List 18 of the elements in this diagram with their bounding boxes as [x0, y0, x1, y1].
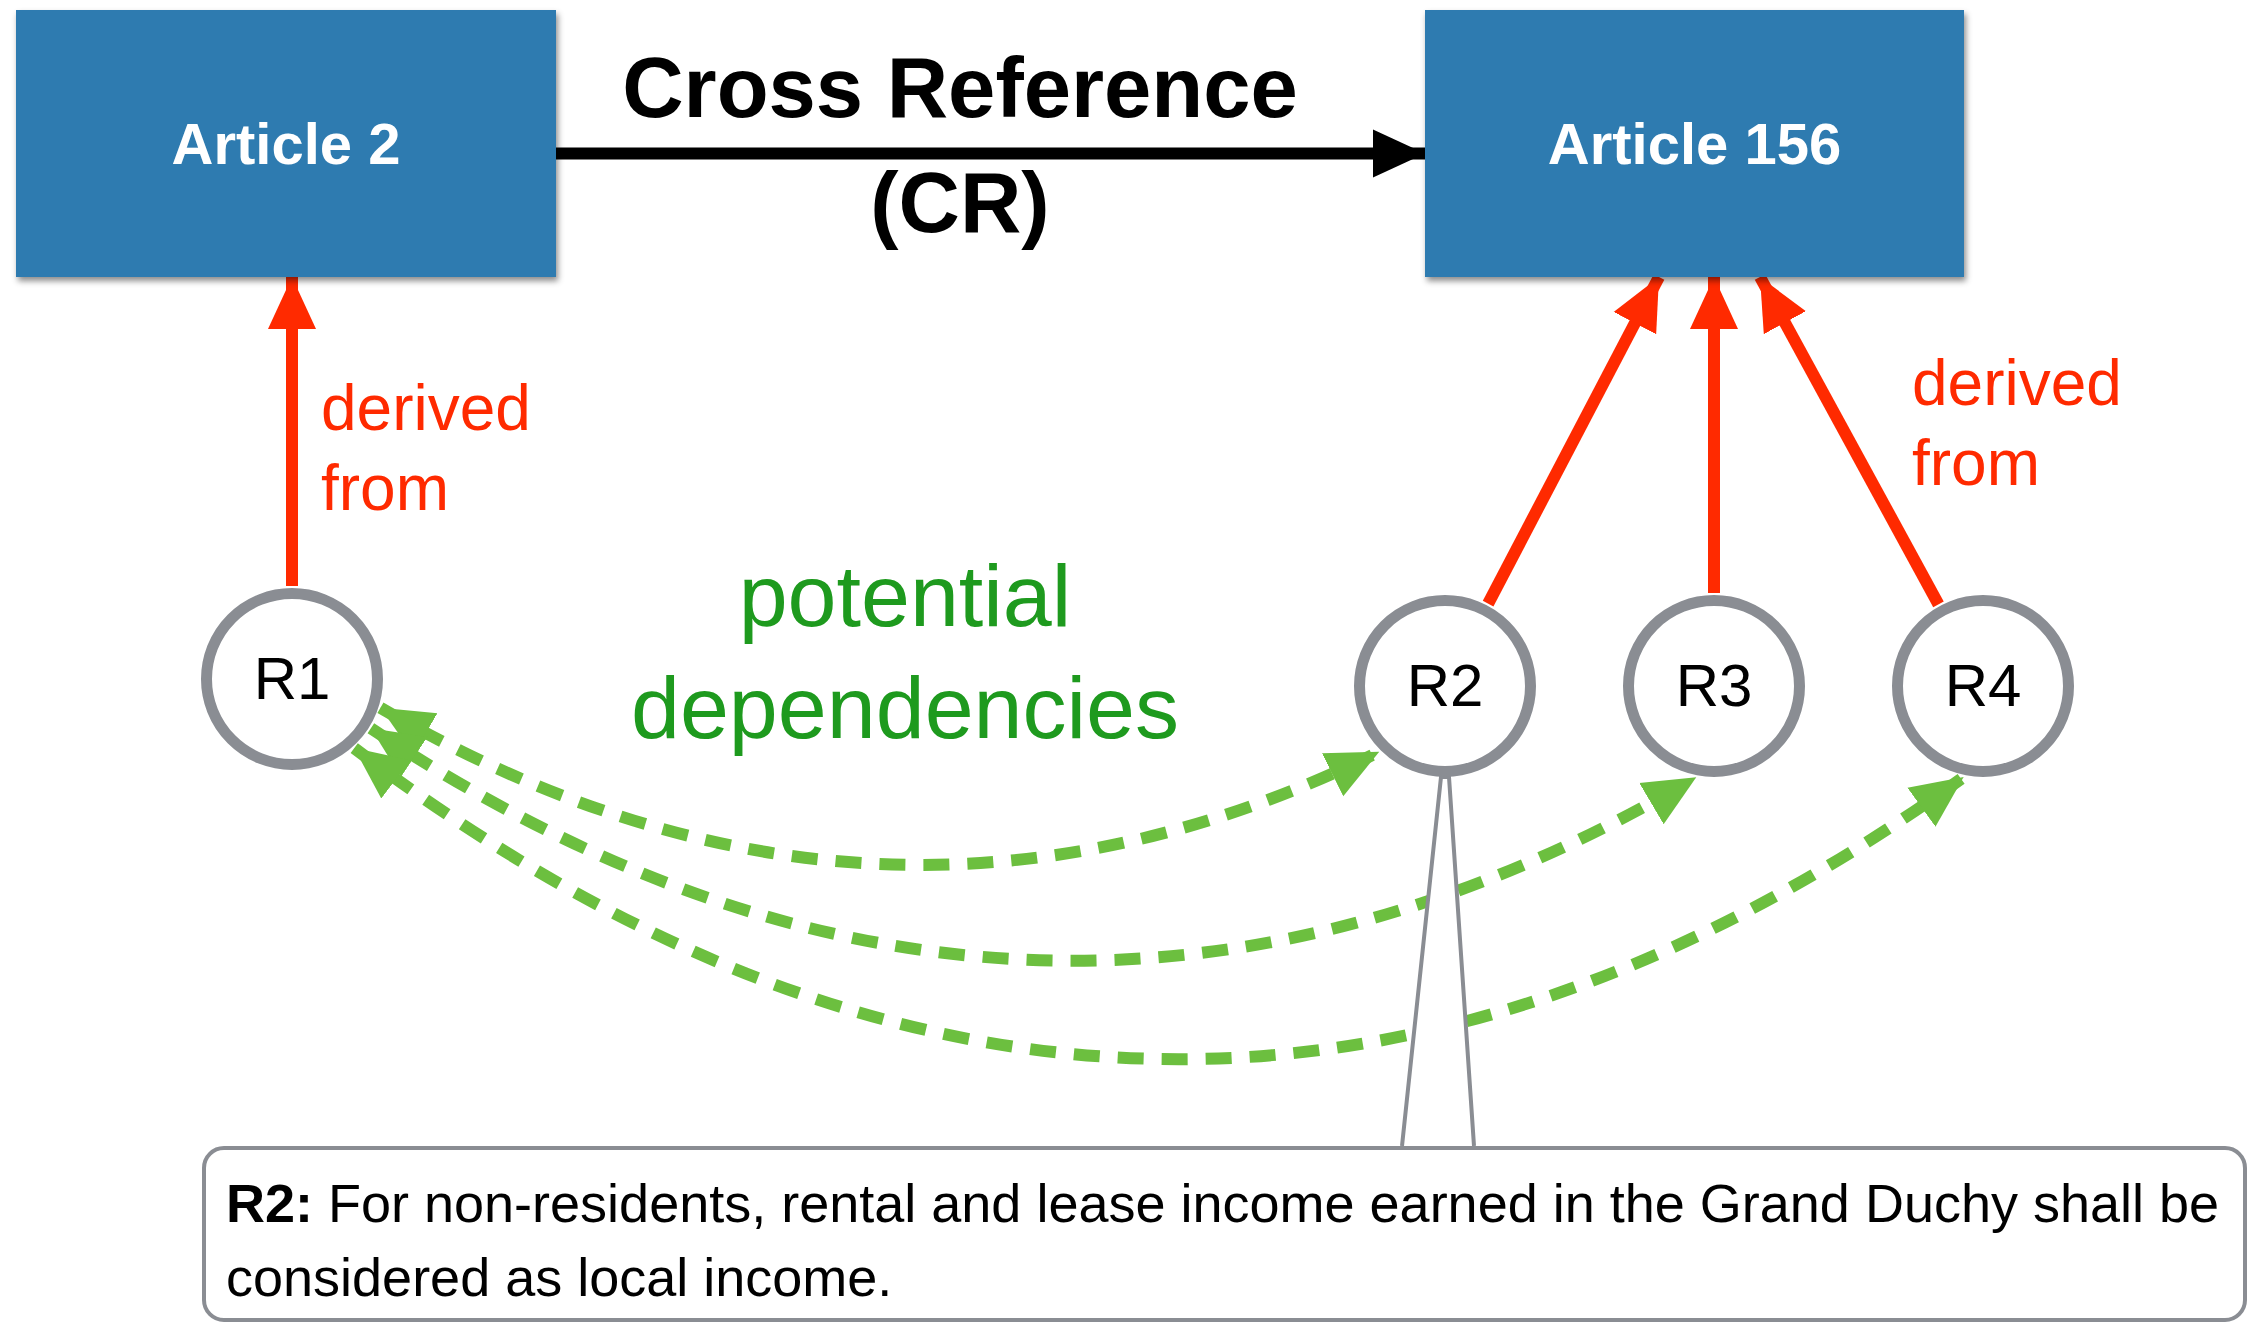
- rule-text: R2: For non-residents, rental and lease income earned in the Grand Duchy shall be considered as local income.: [226, 1172, 2221, 1309]
- article-title: Article 156: [1547, 110, 1842, 178]
- rule-label: R3: [1675, 651, 1753, 721]
- group-label: potential dependencies: [630, 545, 1180, 759]
- edge-label: derived from: [1912, 346, 2123, 501]
- rule-label: R1: [253, 644, 331, 714]
- edge-label: derived from: [321, 371, 532, 526]
- arrow: [268, 277, 316, 586]
- edge-label: Cross Reference (CR): [621, 39, 1299, 252]
- article-title: Article 2: [171, 110, 401, 178]
- arrow: [556, 129, 1425, 178]
- rule-label: R2: [1406, 651, 1484, 721]
- rule-label: R4: [1944, 651, 2022, 721]
- arrow: [350, 743, 1967, 1065]
- callout-box: [202, 1146, 2247, 1322]
- arrow: [1690, 277, 1738, 593]
- article-box: [1425, 10, 1964, 277]
- article-box: [16, 10, 556, 277]
